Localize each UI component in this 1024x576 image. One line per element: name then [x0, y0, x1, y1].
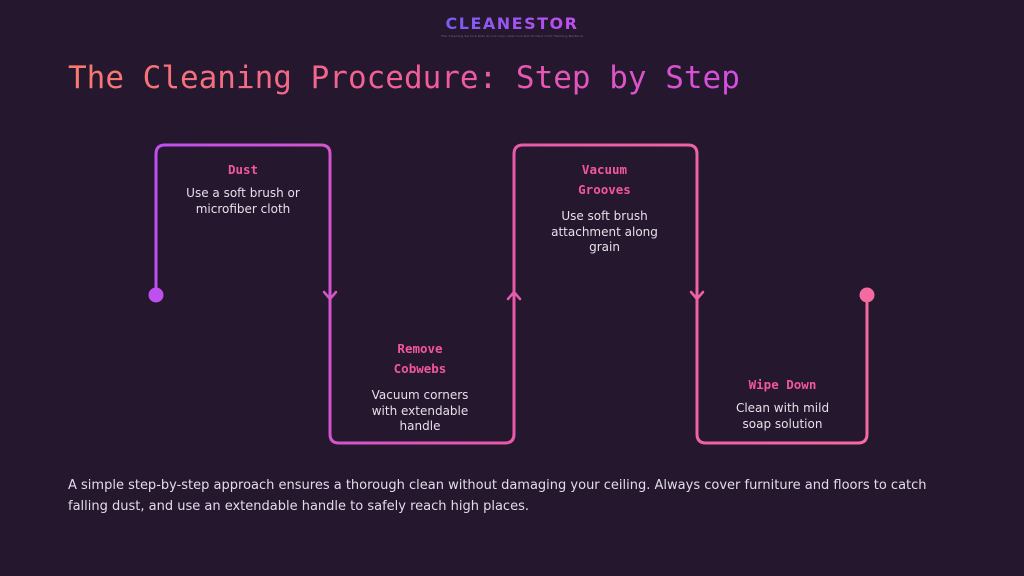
arrow-down-icon [689, 290, 705, 301]
flow-start-dot [148, 287, 164, 303]
step-description: Use a soft brush or microfiber cloth [186, 186, 300, 216]
step-description: Vacuum corners with extendable handle [371, 388, 469, 433]
step-wipe-down: Wipe Down Clean with mild soap solution [705, 375, 860, 432]
step-description: Use soft brush attachment along grain [551, 209, 658, 254]
step-title: Wipe Down [748, 377, 817, 392]
arrow-up-icon [506, 290, 522, 301]
flow-line [154, 143, 869, 445]
page-title: The Cleaning Procedure: Step by Step [68, 60, 740, 96]
step-description: Clean with mild soap solution [735, 401, 830, 431]
step-remove-cobwebs: Remove Cobwebs Vacuum corners with exten… [340, 339, 500, 435]
step-vacuum-grooves: Vacuum Grooves Use soft brush attachment… [522, 160, 687, 256]
arrow-down-icon [322, 290, 338, 301]
step-title: Remove Cobwebs [393, 341, 447, 376]
brand-tagline: The Cleaning Service that do not only cl… [441, 34, 583, 38]
flow-end-dot [859, 287, 875, 303]
brand-name: CLEANESTOR [445, 14, 579, 33]
summary-text: A simple step-by-step approach ensures a… [68, 478, 927, 514]
step-dust: Dust Use a soft brush or microfiber clot… [162, 160, 324, 217]
brand-logo: CLEANESTOR The Cleaning Service that do … [0, 14, 1024, 38]
step-title: Dust [227, 162, 259, 177]
step-title: Vacuum Grooves [578, 162, 631, 197]
